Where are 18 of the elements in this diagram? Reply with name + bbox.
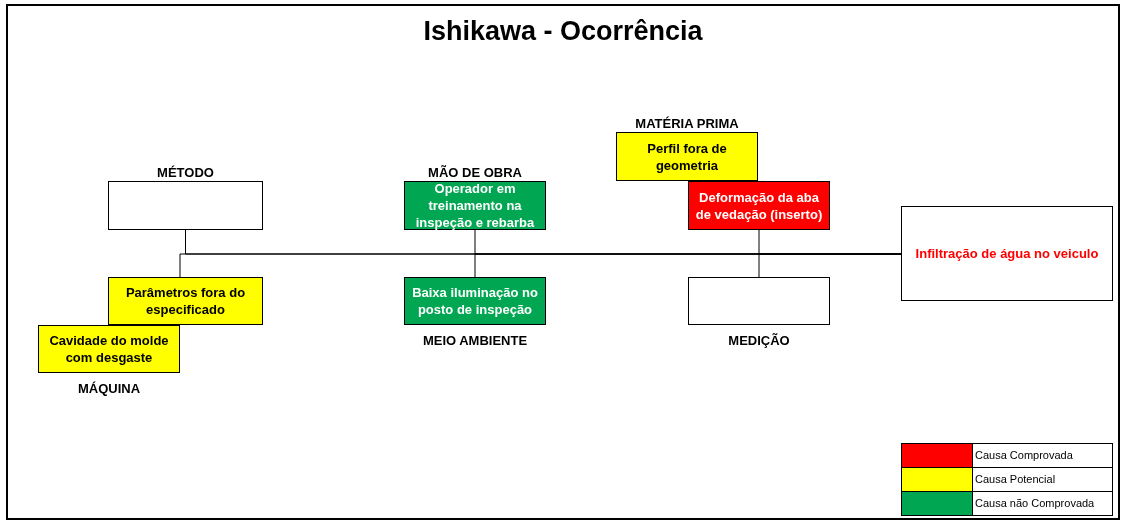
- legend-label: Causa Potencial: [972, 467, 1113, 492]
- effect-box: Infiltração de água no veiculo: [901, 206, 1113, 301]
- diagram-title: Ishikawa - Ocorrência: [422, 16, 704, 47]
- category-heading: MÉTODO: [157, 165, 214, 180]
- category-heading: MEDIÇÃO: [728, 333, 790, 348]
- cause-box: Deformação da aba de vedação (inserto): [688, 181, 830, 230]
- cause-box: Perfil fora de geometria: [616, 132, 758, 181]
- fishbone-line: [758, 253, 902, 278]
- cause-box: Baixa iluminação no posto de inspeção: [404, 277, 546, 325]
- cause-box: Parâmetros fora do especificado: [108, 277, 263, 325]
- category-heading: MEIO AMBIENTE: [422, 333, 528, 348]
- legend-label: Causa não Comprovada: [972, 491, 1113, 516]
- cause-box: Operador em treinamento na inspeção e rebarba: [404, 181, 546, 230]
- category-heading: MÁQUINA: [77, 381, 141, 396]
- legend-label: Causa Comprovada: [972, 443, 1113, 468]
- category-heading: MÃO DE OBRA: [428, 165, 522, 180]
- category-heading: MATÉRIA PRIMA: [635, 116, 739, 131]
- cause-box: Cavidade do molde com desgaste: [38, 325, 180, 373]
